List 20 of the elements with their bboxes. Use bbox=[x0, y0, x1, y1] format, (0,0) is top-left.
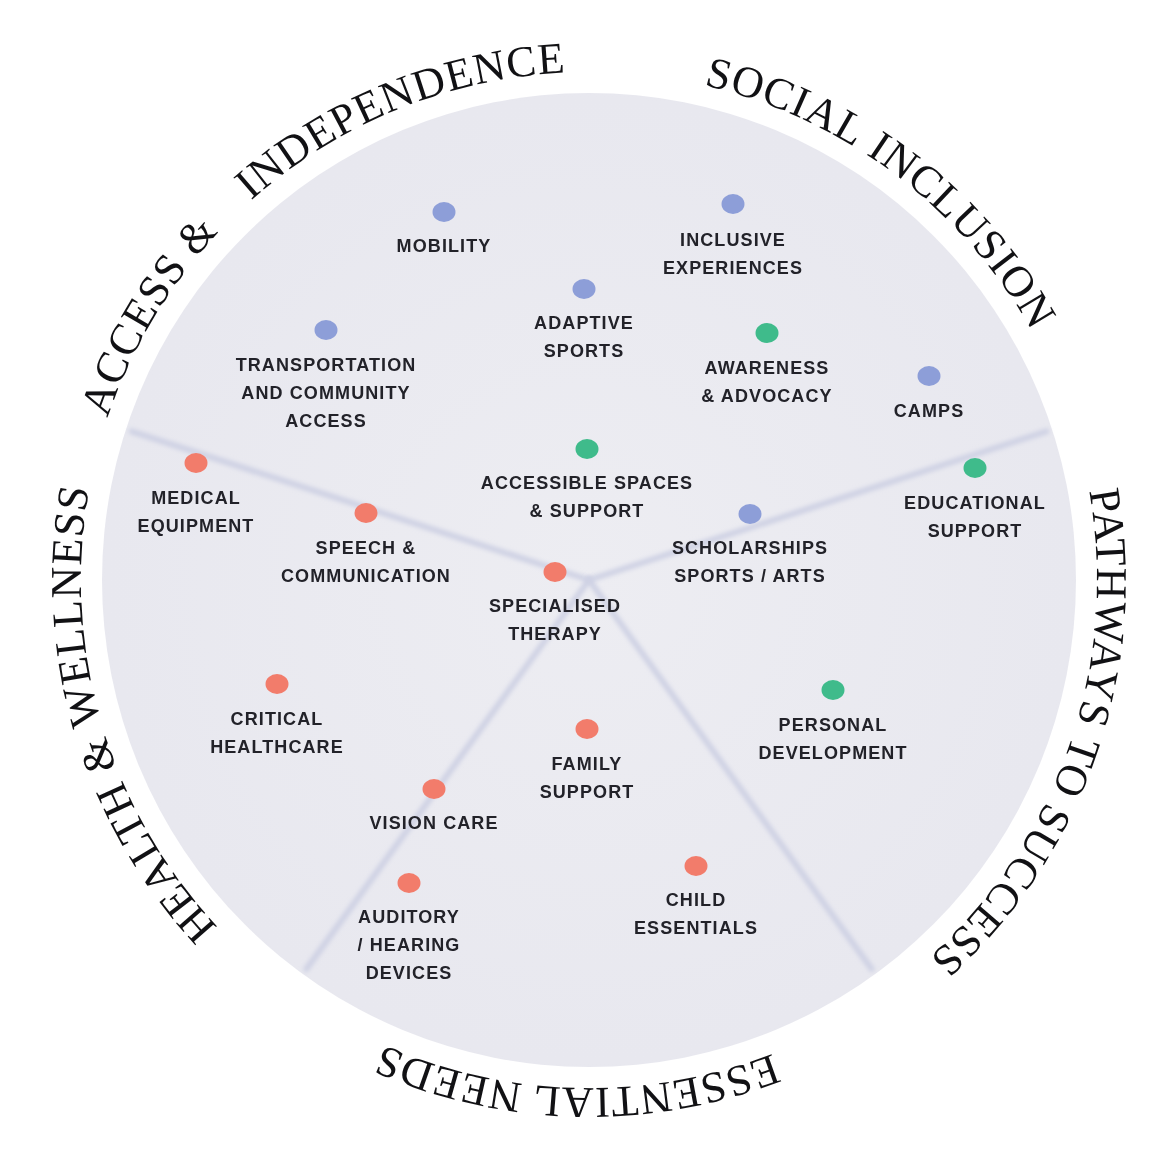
item-label: AUDITORY / HEARING DEVICES bbox=[357, 906, 461, 985]
item-label: VISION CARE bbox=[369, 812, 499, 835]
item-label: INCLUSIVE EXPERIENCES bbox=[662, 229, 804, 280]
sector-title: & bbox=[67, 730, 126, 781]
item-label: CRITICAL HEALTHCARE bbox=[210, 708, 344, 759]
sector-title: ESSENTIAL NEEDS bbox=[367, 1034, 786, 1128]
item-label: MOBILITY bbox=[396, 235, 492, 258]
item-label: FAMILY SUPPORT bbox=[539, 753, 635, 804]
item-label: ACCESSIBLE SPACES & SUPPORT bbox=[480, 472, 694, 523]
item-label: PERSONAL DEVELOPMENT bbox=[758, 714, 908, 765]
item-label: EDUCATIONAL SUPPORT bbox=[904, 492, 1046, 543]
item-label: MEDICAL EQUIPMENT bbox=[137, 487, 255, 538]
item-label: SPEECH & COMMUNICATION bbox=[281, 537, 451, 588]
item-label: SPECIALISED THERAPY bbox=[488, 595, 622, 646]
item-label: SCHOLARSHIPS SPORTS / ARTS bbox=[671, 537, 829, 588]
item-label: ADAPTIVE SPORTS bbox=[534, 312, 634, 363]
item-label: AWARENESS & ADVOCACY bbox=[701, 357, 833, 408]
item-label: CHILD ESSENTIALS bbox=[634, 889, 758, 940]
item-label: CAMPS bbox=[893, 400, 965, 423]
item-label: TRANSPORTATION AND COMMUNITY ACCESS bbox=[235, 354, 417, 433]
